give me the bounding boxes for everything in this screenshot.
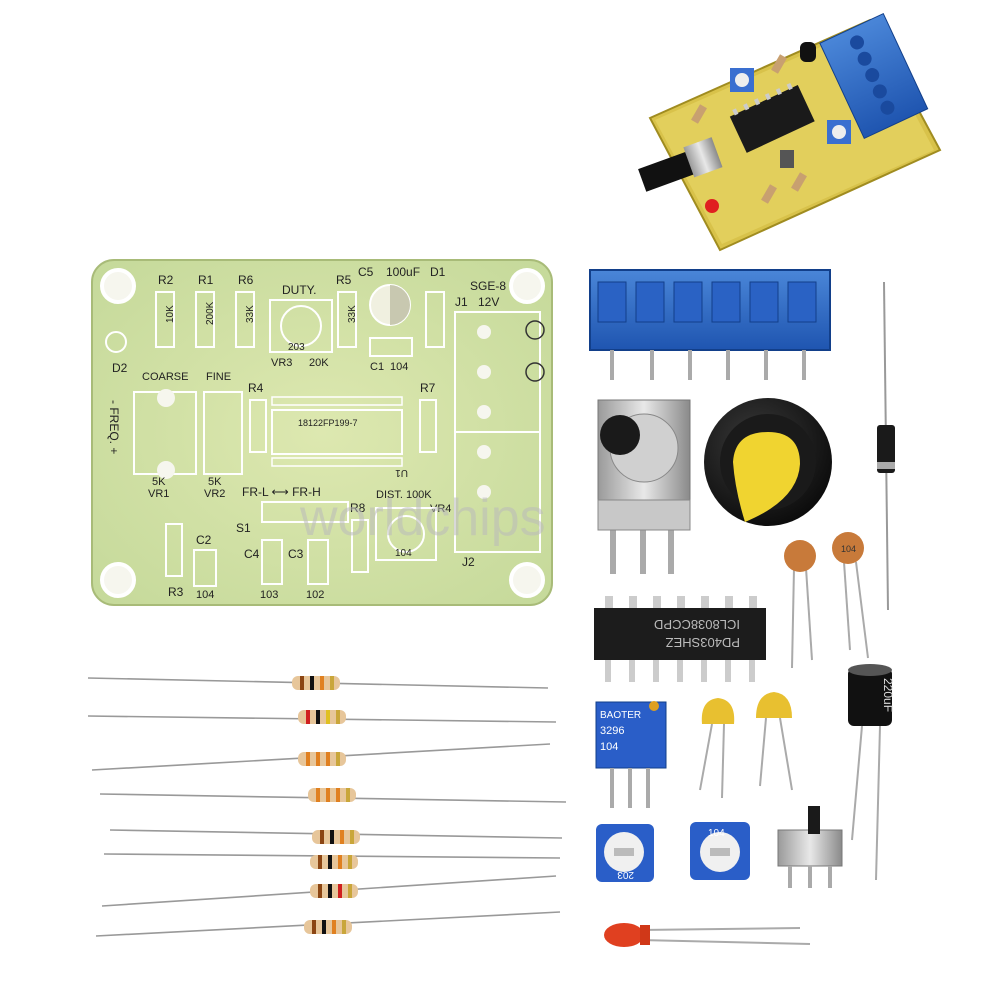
r4-label: R4 [248, 381, 264, 395]
vr4-code: 104 [395, 548, 412, 559]
trim-pot-left-code: 203 [617, 869, 634, 880]
rotary-potentiometer [597, 399, 691, 574]
c2-label: C2 [196, 533, 212, 547]
watermark-text: worldchips [299, 489, 546, 547]
c4-label: C4 [244, 547, 260, 561]
r1-label: R1 [198, 273, 214, 287]
ceramic-capacitors: 104 [784, 532, 869, 669]
duty-label: DUTY. [282, 283, 316, 297]
fr-label: FR-L ⟷ FR-H [242, 485, 321, 499]
c4-value: 103 [260, 589, 278, 601]
trim-pot-right: 104 [690, 822, 750, 880]
r2-value: 10K [165, 305, 176, 323]
c3-label: C3 [288, 547, 304, 561]
bare-pcb: 10K 200K 33K 33K R2 R1 R6 DUTY. R5 C5 10… [91, 259, 553, 606]
trimmer-brand: BAOTER [600, 710, 641, 721]
diode [877, 281, 895, 611]
terminal-block [589, 269, 831, 380]
icl8038-ic: PD403SHEZ ICL8038CCPD [594, 596, 766, 682]
d1-label: D1 [430, 265, 446, 279]
assembled-board [638, 12, 942, 252]
trimmer-model: 3296 [600, 725, 624, 737]
d2-label: D2 [112, 361, 128, 375]
s1-label: S1 [236, 521, 251, 535]
r8-label: R8 [350, 501, 366, 515]
coarse-label: COARSE [142, 371, 188, 383]
r6-value: 33K [245, 305, 256, 323]
vr2-value: 5K [208, 476, 222, 488]
v12-label: 12V [478, 295, 499, 309]
vr3-code: 203 [288, 342, 305, 353]
c5-value: 100uF [386, 265, 420, 279]
fine-label: FINE [206, 371, 231, 383]
trim-pot-left: 203 [596, 824, 654, 882]
vr3-value: 20K [309, 357, 329, 369]
r7-label: R7 [420, 381, 436, 395]
slide-switch [777, 806, 843, 888]
electrolytic-capacitor: 220uF [848, 664, 895, 881]
vr1-label: VR1 [148, 488, 169, 500]
yellow-capacitors [699, 692, 793, 799]
c1-label: C1 [370, 361, 384, 373]
trimmer-code: 104 [600, 741, 618, 753]
j1-label: J1 [455, 295, 468, 309]
r2-label: R2 [158, 273, 174, 287]
freq-label: - FREQ. + [107, 400, 121, 454]
vr3-label: VR3 [271, 357, 292, 369]
c3-value: 102 [306, 589, 324, 601]
resistors [87, 676, 567, 937]
vr2-label: VR2 [204, 488, 225, 500]
r5-label: R5 [336, 273, 352, 287]
knob [704, 398, 832, 526]
vr1-value: 5K [152, 476, 166, 488]
trimmer-3296: BAOTER 3296 104 [595, 701, 667, 808]
electrolytic-marking: 220uF [881, 678, 895, 712]
r1-value: 200K [205, 301, 216, 325]
pcb-ic-text: 18122FP199-7 [298, 418, 358, 428]
c1-value: 104 [390, 361, 408, 373]
ic-marking-2: ICL8038CCPD [654, 617, 740, 632]
ceramic-cap-code: 104 [841, 544, 856, 554]
r6-label: R6 [238, 273, 254, 287]
dist-label: DIST. 100K [376, 489, 432, 501]
c2-value: 104 [196, 589, 214, 601]
ic-marking-1: PD403SHEZ [666, 635, 740, 650]
trim-pot-right-code: 104 [708, 828, 725, 839]
sge-label: SGE-8 [470, 279, 506, 293]
red-led [604, 923, 811, 947]
u1-label: U1 [395, 467, 408, 478]
c5-label: C5 [358, 265, 374, 279]
r5-value: 33K [347, 305, 358, 323]
r3-label: R3 [168, 585, 184, 599]
j2-label: J2 [462, 555, 475, 569]
